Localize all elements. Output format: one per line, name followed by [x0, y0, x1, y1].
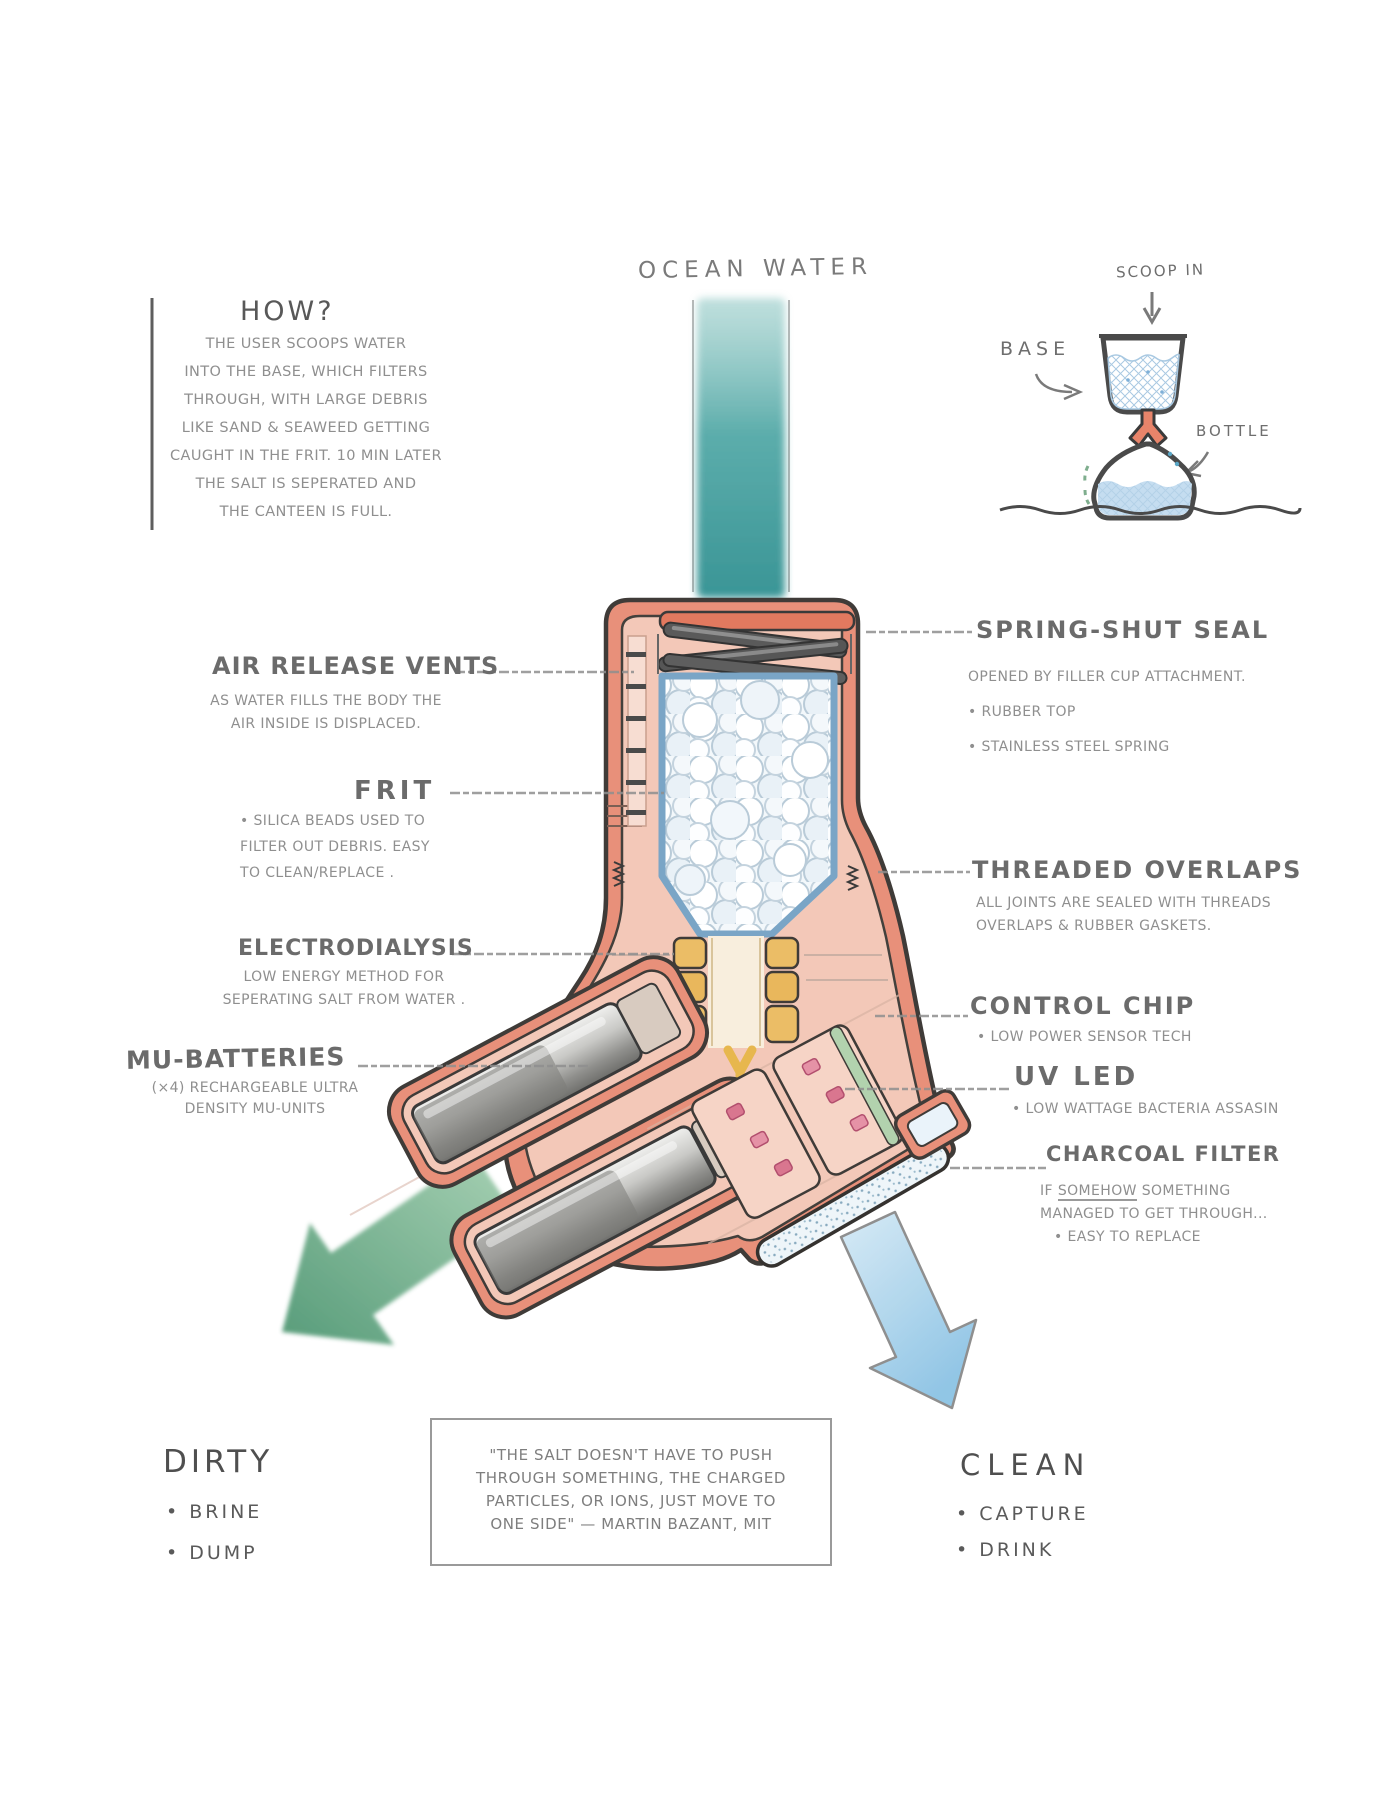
electrodialysis-desc: LOW ENERGY METHOD FOR SEPERATING SALT FR… [222, 969, 466, 1008]
hourglass-sketch [999, 292, 1302, 521]
mu-batteries-title: MU-BATTERIES [125, 1042, 346, 1075]
threaded-overlaps-desc: ALL JOINTS ARE SEALED WITH THREADS OVERL… [976, 895, 1272, 934]
air-release-vents-drawing [626, 635, 647, 827]
spring-seal-title: SPRING-SHUT SEAL [976, 616, 1270, 644]
drip-marks [1083, 465, 1091, 505]
dirty-items: • BRINE • DUMP [166, 1501, 263, 1564]
clean-output-arrow [839, 1210, 978, 1410]
charcoal-filter-drawing [755, 1142, 951, 1268]
frit-desc: • SILICA BEADS USED TO FILTER OUT DEBRIS… [240, 813, 430, 881]
bottle-label: BOTTLE [1196, 422, 1272, 440]
battery-housing-lower [449, 1076, 787, 1320]
base-arrow-icon [1034, 373, 1073, 394]
threaded-overlaps-title: THREADED OVERLAPS [972, 856, 1303, 884]
control-chip-desc: • LOW POWER SENSOR TECH [977, 1029, 1192, 1045]
thread-squiggle-right [845, 865, 860, 891]
valve-drawing [1128, 408, 1168, 448]
clean-items: • CAPTURE • DRINK [956, 1503, 1089, 1561]
battery-drawing [411, 982, 682, 1165]
scoop-in-label: SCOOP IN [1115, 260, 1206, 282]
clean-title: CLEAN [960, 1448, 1092, 1482]
thread-squiggle-left [611, 861, 626, 887]
quote-box: "THE SALT DOESN'T HAVE TO PUSH THROUGH S… [430, 1418, 832, 1566]
uv-led-desc: • LOW WATTAGE BACTERIA ASSASIN [1012, 1101, 1279, 1117]
base-label: BASE [1000, 338, 1071, 360]
frit-title: FRIT [354, 776, 436, 806]
control-chip-title: CONTROL CHIP [970, 992, 1196, 1020]
mu-batteries-desc: (×4) RECHARGEABLE ULTRA DENSITY MU-UNITS [151, 1080, 359, 1117]
bottle-arrow-icon [1189, 451, 1210, 473]
uv-chip-chamber [646, 994, 961, 1245]
ocean-water-label: OCEAN WATER [637, 253, 874, 285]
control-chip-drawing [690, 1068, 821, 1219]
dirty-title: DIRTY [163, 1444, 274, 1480]
air-release-vents-desc: AS WATER FILLS THE BODY THE AIR INSIDE I… [210, 693, 442, 732]
ocean-water-stream [692, 298, 790, 598]
dirty-output-arrow [282, 1154, 516, 1345]
air-release-vents-title: AIR RELEASE VENTS [212, 652, 500, 680]
underlined-word: SOMEHOW [1057, 1183, 1137, 1201]
battery-housing-upper [387, 955, 709, 1189]
clean-water-outlet [893, 1089, 972, 1160]
quote-text: "THE SALT DOESN'T HAVE TO PUSH THROUGH S… [475, 1446, 787, 1533]
charcoal-filter-title: CHARCOAL FILTER [1046, 1142, 1281, 1166]
charcoal-filter-desc: IF SOMEHOW SOMETHING MANAGED TO GET THRO… [1040, 1183, 1268, 1245]
electrodialysis-title: ELECTRODIALYSIS [238, 936, 474, 961]
uv-led-title: UV LED [1014, 1062, 1139, 1092]
how-text: THE USER SCOOPS WATER INTO THE BASE, WHI… [170, 336, 442, 520]
ground-line [999, 505, 1302, 515]
frit-beads-drawing [658, 672, 838, 938]
spring-seal-desc: OPENED BY FILLER CUP ATTACHMENT. • RUBBE… [968, 669, 1246, 755]
uv-led-strip-drawing [772, 1024, 904, 1176]
how-title: HOW? [240, 296, 335, 327]
